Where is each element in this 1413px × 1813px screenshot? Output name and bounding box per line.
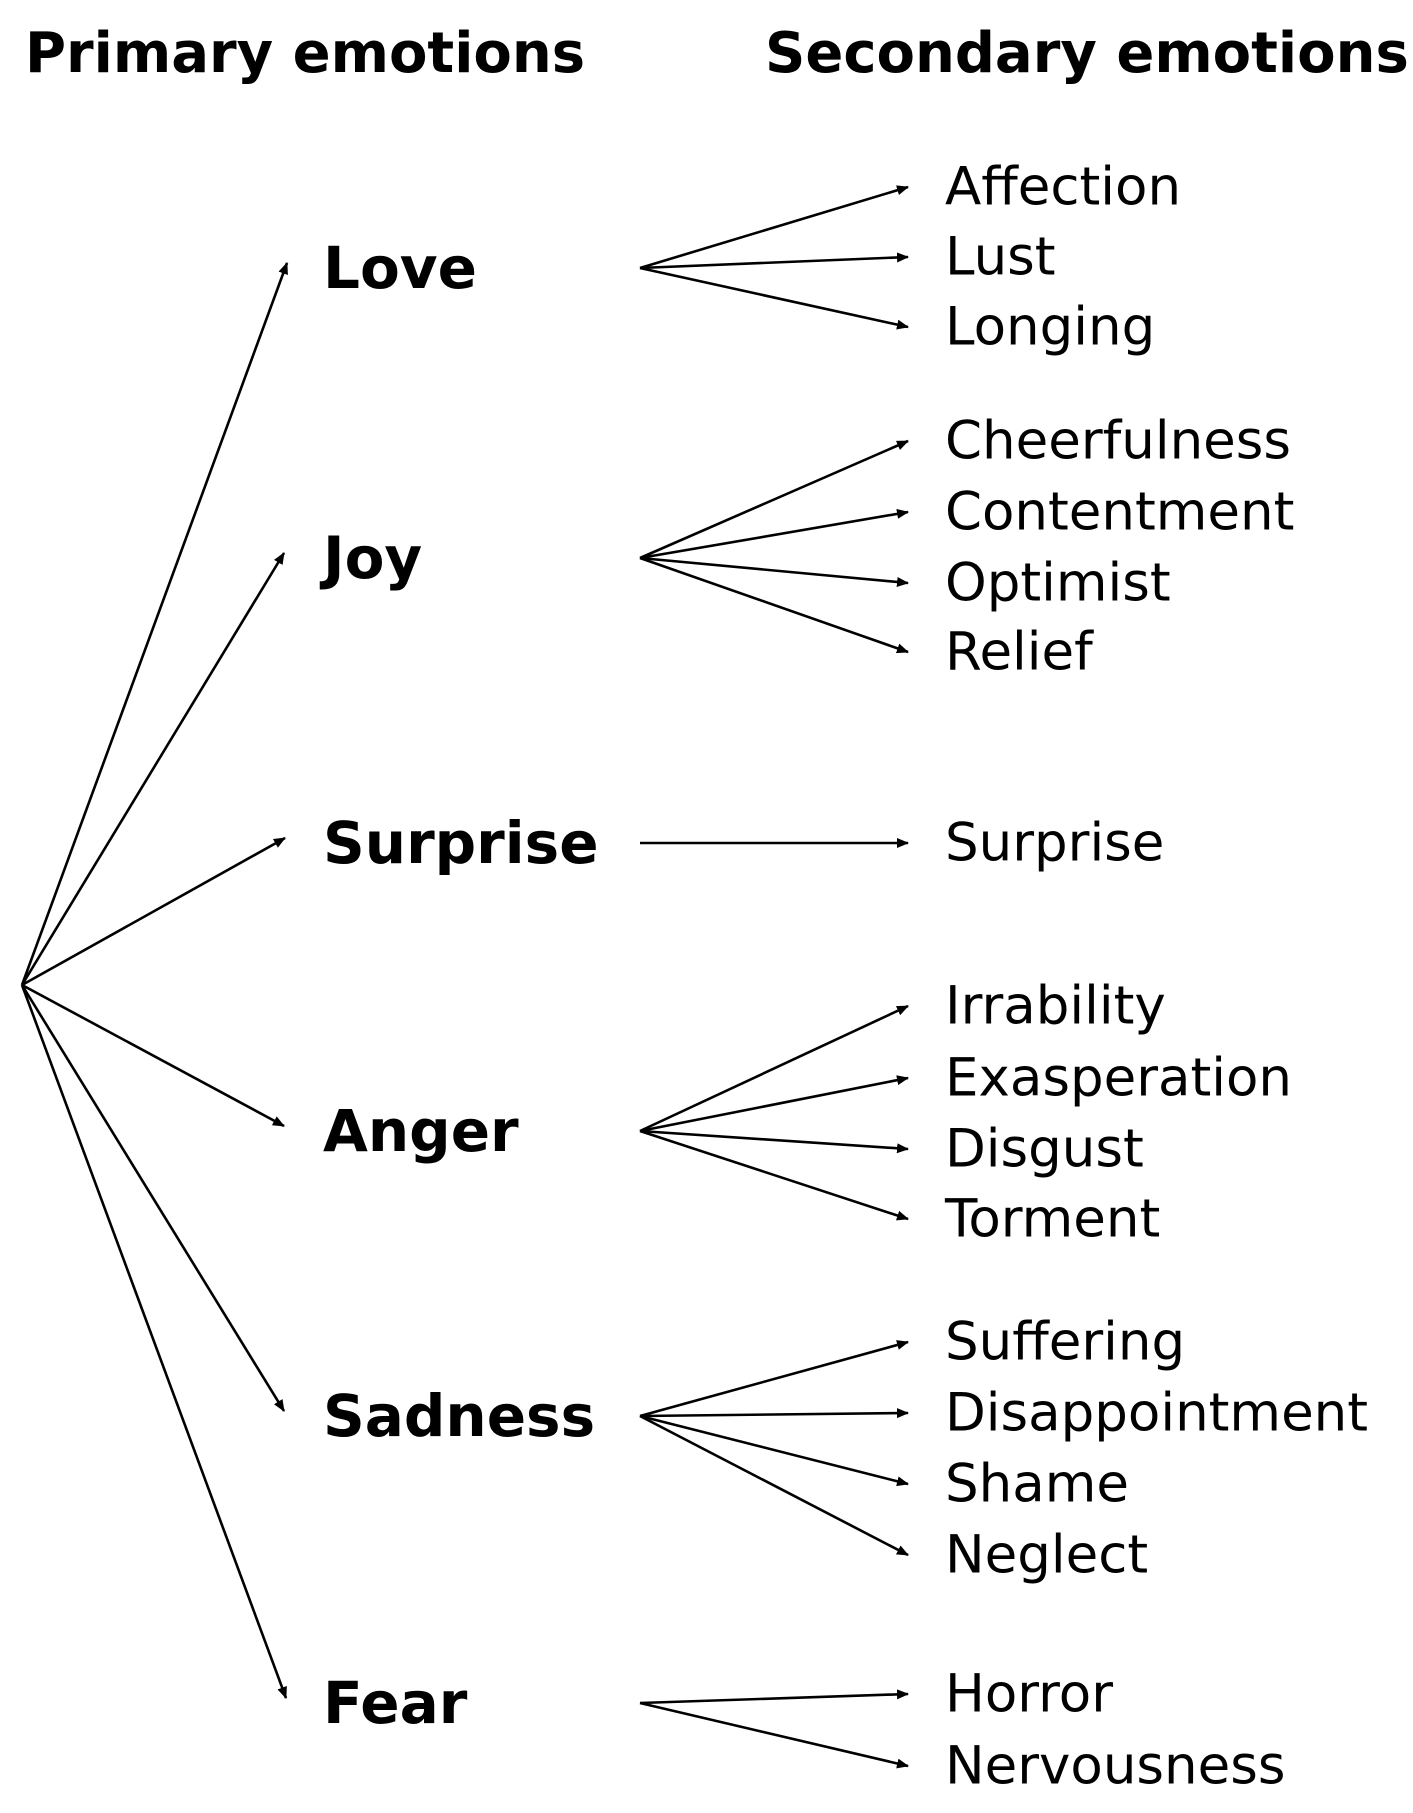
- secondary-label-disappointment: Disappointment: [945, 1383, 1368, 1444]
- secondary-arrow-fear-horror: [639, 1689, 909, 1705]
- primary-arrow-anger: [21, 983, 285, 1128]
- secondary-label-neglect: Neglect: [945, 1525, 1148, 1586]
- primary-arrow-surprise: [21, 836, 286, 987]
- secondary-arrow-joy-contentment: [639, 508, 909, 560]
- secondary-arrow-love-longing: [639, 266, 909, 330]
- secondary-arrow-love-affection: [639, 185, 909, 270]
- primary-label-love: Love: [323, 234, 477, 302]
- primary-label-fear: Fear: [323, 1669, 468, 1737]
- primary-label-anger: Anger: [323, 1097, 519, 1165]
- secondary-label-shame: Shame: [945, 1454, 1129, 1515]
- secondary-label-longing: Longing: [945, 297, 1155, 358]
- secondary-arrows: [639, 185, 909, 1769]
- secondary-label-disgust: Disgust: [945, 1119, 1144, 1180]
- secondary-label-nervousness: Nervousness: [945, 1736, 1285, 1797]
- secondary-arrow-sadness-shame: [639, 1414, 909, 1487]
- secondary-label-relief: Relief: [945, 622, 1094, 683]
- secondary-emotions-heading: Secondary emotions: [765, 21, 1409, 86]
- secondary-label-horror: Horror: [945, 1664, 1113, 1725]
- secondary-arrow-anger-exasperation: [639, 1075, 909, 1133]
- secondary-label-optimist: Optimist: [945, 553, 1171, 614]
- secondary-arrow-love-lust: [639, 252, 909, 270]
- primary-arrow-sadness: [20, 984, 286, 1412]
- primary-emotions-heading: Primary emotions: [25, 21, 585, 86]
- primary-label-surprise: Surprise: [323, 809, 599, 877]
- secondary-label-torment: Torment: [944, 1189, 1160, 1250]
- secondary-label-lust: Lust: [945, 227, 1056, 288]
- secondary-arrow-joy-optimist: [639, 556, 909, 587]
- secondary-arrow-anger-torment: [639, 1129, 909, 1221]
- primary-label-joy: Joy: [319, 524, 422, 592]
- secondary-label-surprise: Surprise: [945, 813, 1164, 874]
- secondary-arrow-sadness-disappointment: [639, 1408, 909, 1419]
- secondary-arrow-anger-disgust: [639, 1129, 909, 1154]
- secondary-label-irrability: Irrability: [945, 976, 1166, 1037]
- secondary-arrow-joy-cheerfulness: [639, 439, 909, 560]
- secondary-labels: AffectionLustLongingCheerfulnessContentm…: [944, 157, 1368, 1797]
- primary-label-sadness: Sadness: [323, 1382, 595, 1450]
- secondary-arrow-anger-irrability: [639, 1004, 909, 1133]
- secondary-arrow-sadness-suffering: [639, 1340, 909, 1418]
- primary-arrow-love: [20, 262, 289, 986]
- secondary-label-affection: Affection: [945, 157, 1181, 218]
- secondary-label-suffering: Suffering: [945, 1312, 1185, 1373]
- secondary-label-contentment: Contentment: [945, 482, 1294, 543]
- primary-arrow-joy: [20, 552, 286, 986]
- secondary-arrow-joy-relief: [639, 556, 909, 654]
- primary-arrow-fear: [20, 984, 288, 1699]
- secondary-label-exasperation: Exasperation: [945, 1048, 1292, 1109]
- secondary-arrow-sadness-neglect: [639, 1414, 909, 1557]
- primary-arrows: [20, 262, 289, 1699]
- secondary-label-cheerfulness: Cheerfulness: [945, 411, 1291, 472]
- secondary-arrow-fear-nervousness: [639, 1701, 909, 1769]
